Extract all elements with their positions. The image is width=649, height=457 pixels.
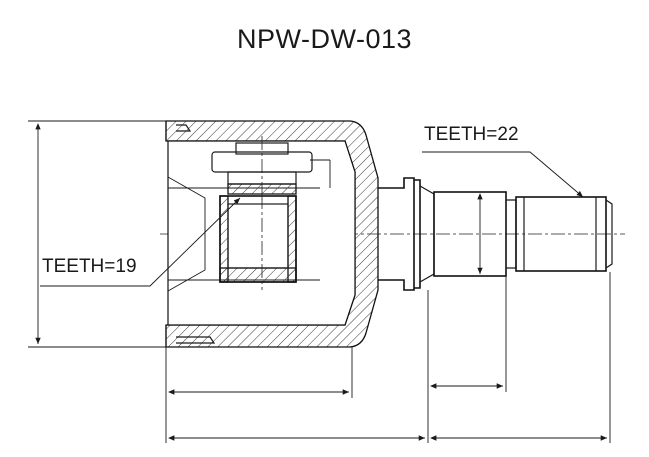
cv-joint-housing xyxy=(165,120,379,348)
center-roller xyxy=(219,195,297,290)
output-shaft xyxy=(378,177,613,291)
length-dimensions xyxy=(165,272,611,443)
height-dimension xyxy=(28,120,172,348)
teeth-inner-label: TEETH=19 xyxy=(42,256,137,277)
drawing-title: NPW-DW-013 xyxy=(236,24,413,54)
teeth-leader-outer xyxy=(422,151,584,198)
teeth-outer-label: TEETH=22 xyxy=(424,124,519,145)
teeth-leader-inner xyxy=(40,197,241,287)
upper-roller xyxy=(211,136,313,200)
